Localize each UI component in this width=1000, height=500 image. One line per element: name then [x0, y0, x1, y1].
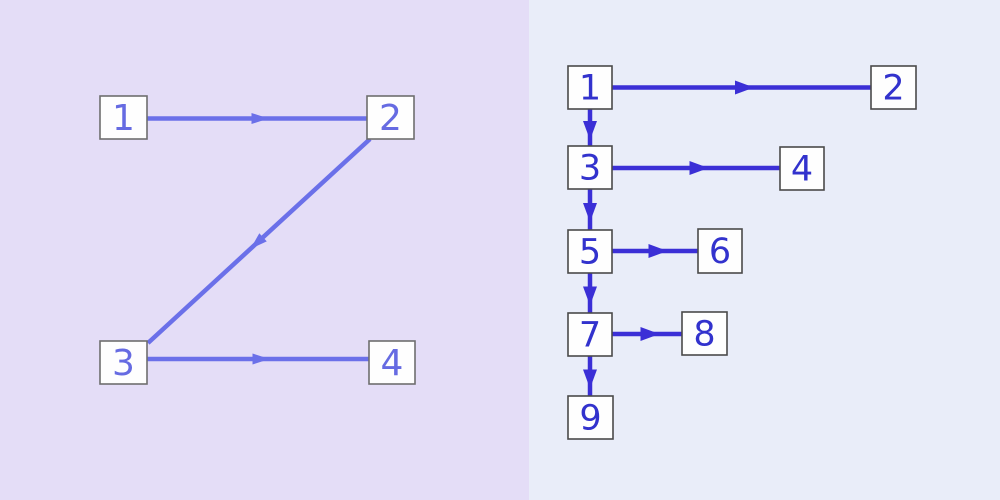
arrowhead-3-to-4 — [689, 161, 709, 175]
node-label-5: 5 — [579, 233, 601, 273]
right-panel-branching-graph: 1 2 3 4 5 6 7 8 9 — [529, 0, 1000, 500]
left-diagram-svg: 1 2 3 4 — [99, 95, 416, 385]
node-label-3: 3 — [579, 149, 601, 189]
node-label-2: 2 — [379, 98, 402, 139]
node-box-3 — [99, 340, 148, 385]
arrowhead-2-to-3 — [250, 233, 267, 249]
node-label-4: 4 — [791, 150, 813, 190]
left-panel-z-graph: 1 2 3 4 — [0, 0, 529, 500]
node-label-1: 1 — [579, 69, 601, 109]
node-box-2 — [366, 95, 415, 140]
node-box-1 — [567, 65, 613, 110]
node-box-6 — [697, 228, 743, 274]
arrowhead-5-to-7 — [583, 286, 597, 306]
node-label-3: 3 — [112, 343, 135, 384]
node-label-1: 1 — [112, 98, 135, 139]
node-box-5 — [567, 229, 613, 274]
arrowhead-5-to-6 — [648, 244, 668, 258]
node-box-8 — [681, 311, 728, 356]
arrowhead-1-to-2 — [735, 80, 754, 95]
arrowhead-1-to-2 — [251, 113, 269, 124]
node-box-1 — [99, 95, 148, 140]
node-label-9: 9 — [579, 399, 601, 439]
arrowhead-1-to-3 — [583, 121, 597, 140]
arrowhead-3-to-4 — [252, 353, 270, 365]
node-box-9 — [567, 395, 614, 440]
node-label-8: 8 — [693, 315, 715, 355]
arrowhead-7-to-9 — [583, 369, 597, 389]
node-box-7 — [567, 312, 613, 357]
node-box-4 — [368, 340, 416, 385]
node-label-2: 2 — [882, 69, 904, 109]
node-box-4 — [779, 146, 825, 191]
arrowhead-7-to-8 — [640, 327, 660, 341]
node-label-6: 6 — [709, 232, 731, 272]
node-label-4: 4 — [381, 343, 404, 384]
node-box-3 — [567, 145, 613, 190]
node-box-2 — [870, 65, 917, 110]
node-label-7: 7 — [579, 316, 601, 356]
arrowhead-3-to-5 — [583, 203, 597, 222]
right-diagram-svg: 1 2 3 4 5 6 7 8 9 — [567, 65, 917, 440]
